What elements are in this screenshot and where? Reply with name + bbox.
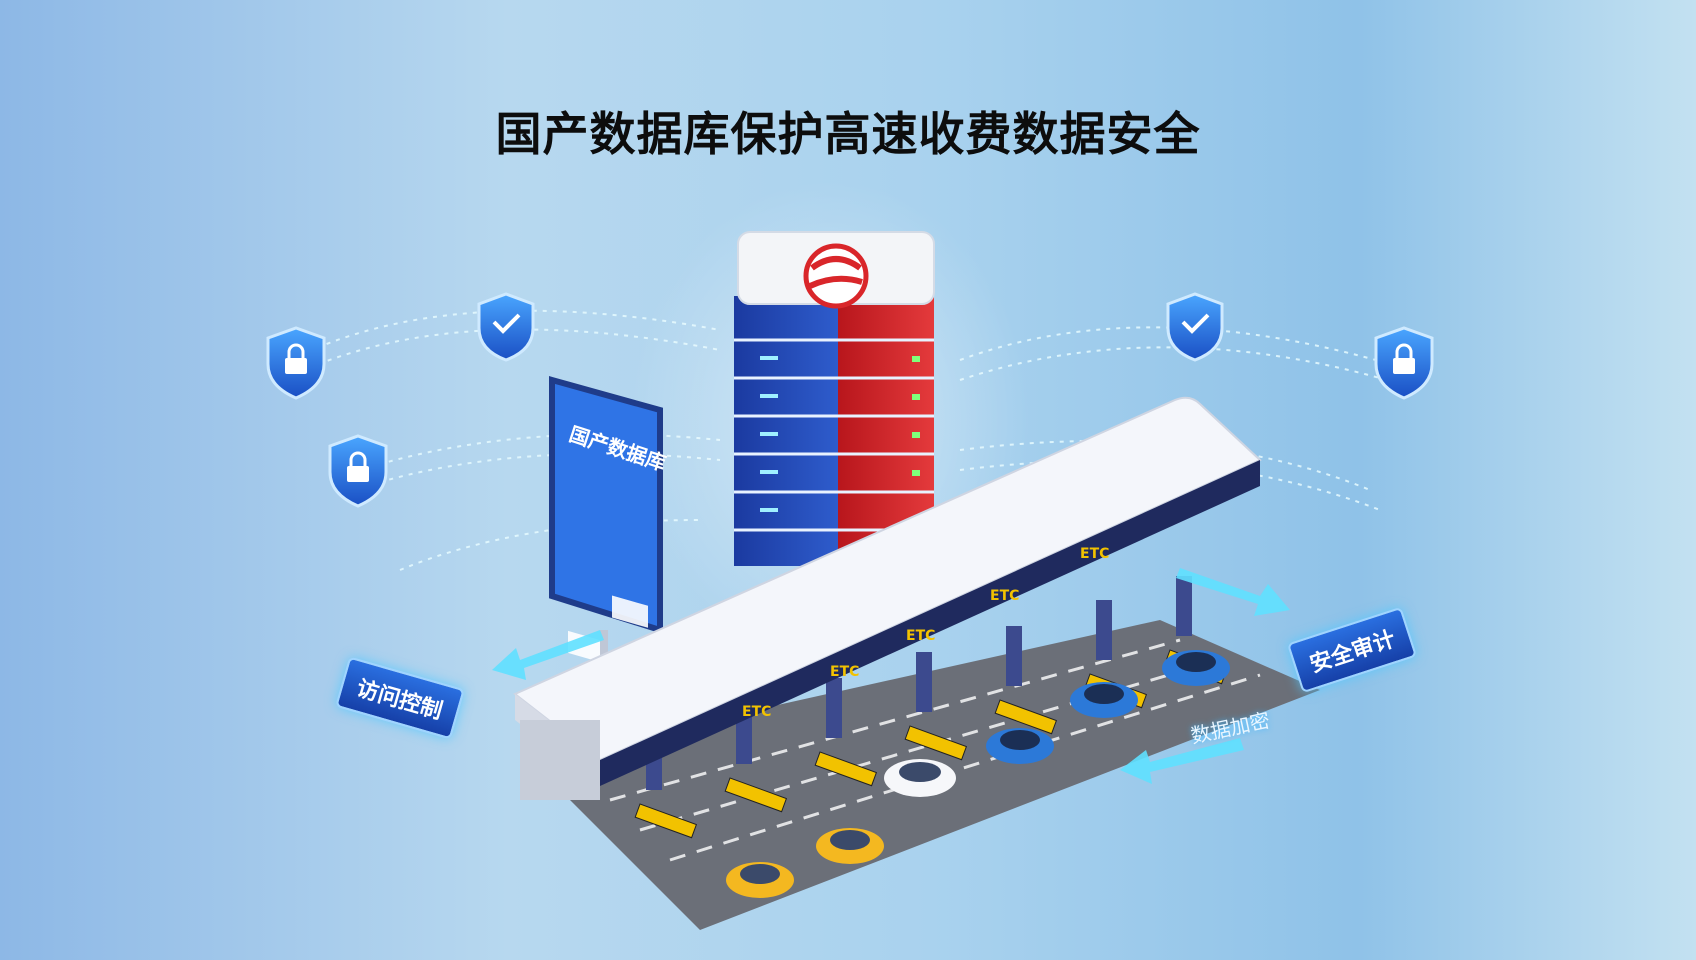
flow-arrows — [492, 568, 1290, 784]
car-blue — [1070, 682, 1138, 718]
car-yellow — [726, 862, 794, 898]
shield-check-icon — [1166, 292, 1224, 362]
shield-lock-icon — [266, 326, 326, 400]
arrow-left-icon — [492, 630, 604, 680]
toll-canopy — [513, 396, 1262, 800]
etc-sign: ETC — [990, 588, 1019, 604]
etc-signs: ETC ETC ETC ETC ETC — [742, 546, 1109, 720]
etc-sign: ETC — [742, 704, 771, 720]
arrow-right-icon — [1176, 568, 1290, 616]
page-title: 国产数据库保护高速收费数据安全 — [495, 107, 1201, 161]
arrow-left-icon — [1120, 738, 1244, 784]
database-server-tower — [734, 231, 935, 566]
etc-sign: ETC — [830, 664, 859, 680]
shield-lock-icon — [1374, 326, 1434, 400]
etc-sign: ETC — [906, 628, 935, 644]
database-logo-icon — [803, 243, 869, 309]
shield-check-icon — [477, 292, 535, 362]
etc-sign: ETC — [1080, 546, 1109, 562]
cars — [726, 650, 1230, 898]
shield-lock-icon — [328, 434, 388, 508]
car-yellow — [816, 828, 884, 864]
car-blue — [1162, 650, 1230, 686]
car-white — [884, 759, 956, 797]
car-blue — [986, 728, 1054, 764]
